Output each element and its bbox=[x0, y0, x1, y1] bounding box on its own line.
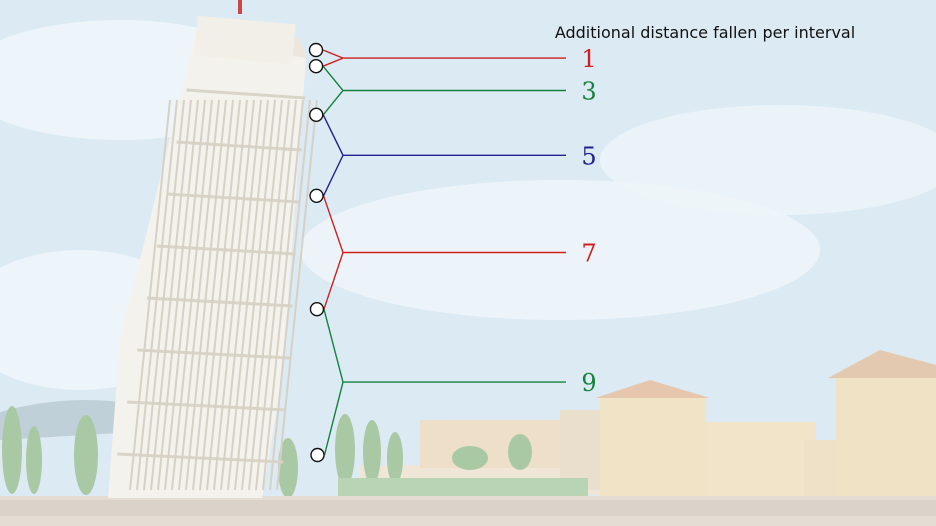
interval-bracket-7 bbox=[322, 195, 566, 310]
interval-bracket-9 bbox=[323, 309, 566, 456]
ball-position-0 bbox=[308, 42, 324, 58]
cloud bbox=[600, 105, 936, 215]
interval-bracket-5 bbox=[322, 114, 566, 197]
interval-label-5: 5 bbox=[581, 142, 596, 170]
interval-label-3: 3 bbox=[581, 78, 596, 106]
interval-bracket-1 bbox=[322, 49, 566, 67]
trees bbox=[2, 406, 532, 498]
interval-label-7: 7 bbox=[581, 240, 596, 268]
ball-position-2 bbox=[309, 107, 324, 123]
ball-position-4 bbox=[309, 302, 325, 317]
ball-position-3 bbox=[309, 188, 324, 204]
cloud bbox=[300, 180, 820, 320]
interval-label-1: 1 bbox=[581, 45, 596, 73]
tower bbox=[108, 0, 318, 498]
crowd bbox=[0, 500, 936, 516]
diagram-title: Additional distance fallen per interval bbox=[555, 23, 855, 42]
distance-overlay: Additional distance fallen per interval … bbox=[308, 23, 855, 463]
interval-label-9: 9 bbox=[581, 369, 596, 397]
interval-bracket-3 bbox=[322, 65, 566, 116]
ball-position-5 bbox=[310, 447, 325, 463]
ball-position-1 bbox=[308, 58, 324, 74]
